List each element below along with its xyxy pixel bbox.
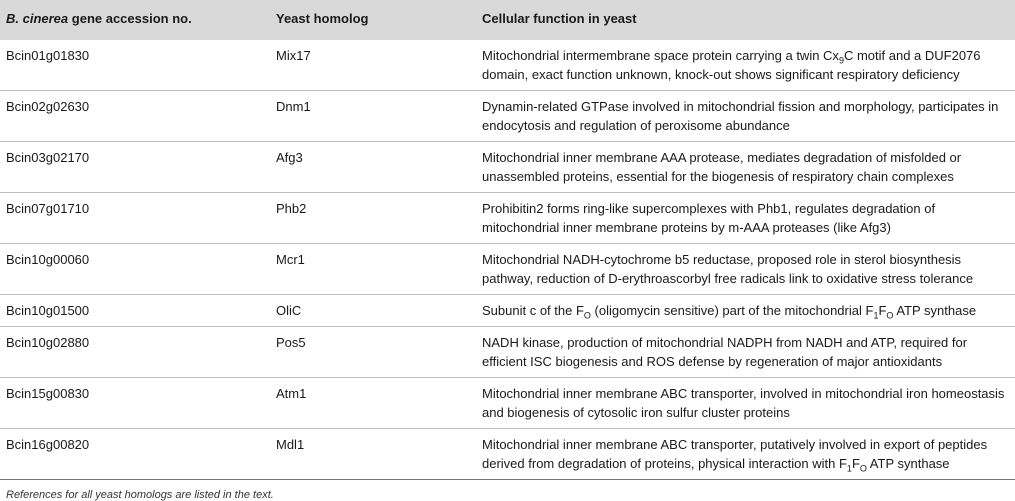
function-cell: Mitochondrial NADH-cytochrome b5 reducta… [476,243,1015,295]
function-cell: Mitochondrial inner membrane AAA proteas… [476,141,1015,193]
accession-cell: Bcin07g01710 [0,192,270,244]
accession-cell: Bcin10g00060 [0,243,270,295]
accession-cell: Bcin01g01830 [0,40,270,91]
homolog-cell: Atm1 [270,377,476,429]
function-cell: Mitochondrial inner membrane ABC transpo… [476,428,1015,480]
accession-cell: Bcin02g02630 [0,90,270,142]
table-row: Bcin01g01830 Mix17 Mitochondrial interme… [0,40,1015,91]
accession-cell: Bcin15g00830 [0,377,270,429]
header-accession: B. cinerea gene accession no. [6,11,192,26]
accession-cell: Bcin16g00820 [0,428,270,480]
table-row: Bcin07g01710 Phb2 Prohibitin2 forms ring… [0,192,1015,244]
homolog-cell: Pos5 [270,326,476,378]
homolog-cell: Mcr1 [270,243,476,295]
table-header: B. cinerea gene accession no. Yeast homo… [0,0,1015,40]
table-row: Bcin10g02880 Pos5 NADH kinase, productio… [0,326,1015,378]
homolog-table: B. cinerea gene accession no. Yeast homo… [0,0,1015,480]
accession-cell: Bcin03g02170 [0,141,270,193]
table-row: Bcin16g00820 Mdl1 Mitochondrial inner me… [0,428,1015,480]
homolog-cell: Phb2 [270,192,476,244]
function-cell: Mitochondrial intermembrane space protei… [476,40,1015,91]
table-body: Bcin01g01830 Mix17 Mitochondrial interme… [0,40,1015,480]
table-row: Bcin02g02630 Dnm1 Dynamin-related GTPase… [0,90,1015,142]
table-row: Bcin10g01500 OliC Subunit c of the FO (o… [0,294,1015,327]
function-cell: Dynamin-related GTPase involved in mitoc… [476,90,1015,142]
function-cell: Subunit c of the FO (oligomycin sensitiv… [476,294,1015,327]
accession-cell: Bcin10g02880 [0,326,270,378]
homolog-cell: Mdl1 [270,428,476,480]
header-homolog: Yeast homolog [276,11,369,26]
homolog-cell: Afg3 [270,141,476,193]
header-row: B. cinerea gene accession no. Yeast homo… [0,0,1015,40]
function-cell: Prohibitin2 forms ring-like supercomplex… [476,192,1015,244]
function-cell: NADH kinase, production of mitochondrial… [476,326,1015,378]
homolog-cell: OliC [270,294,476,327]
accession-cell: Bcin10g01500 [0,294,270,327]
homolog-cell: Dnm1 [270,90,476,142]
header-function: Cellular function in yeast [482,11,637,26]
table-row: Bcin10g00060 Mcr1 Mitochondrial NADH-cyt… [0,243,1015,295]
homolog-cell: Mix17 [270,40,476,91]
table-row: Bcin15g00830 Atm1 Mitochondrial inner me… [0,377,1015,429]
table-row: Bcin03g02170 Afg3 Mitochondrial inner me… [0,141,1015,193]
function-cell: Mitochondrial inner membrane ABC transpo… [476,377,1015,429]
